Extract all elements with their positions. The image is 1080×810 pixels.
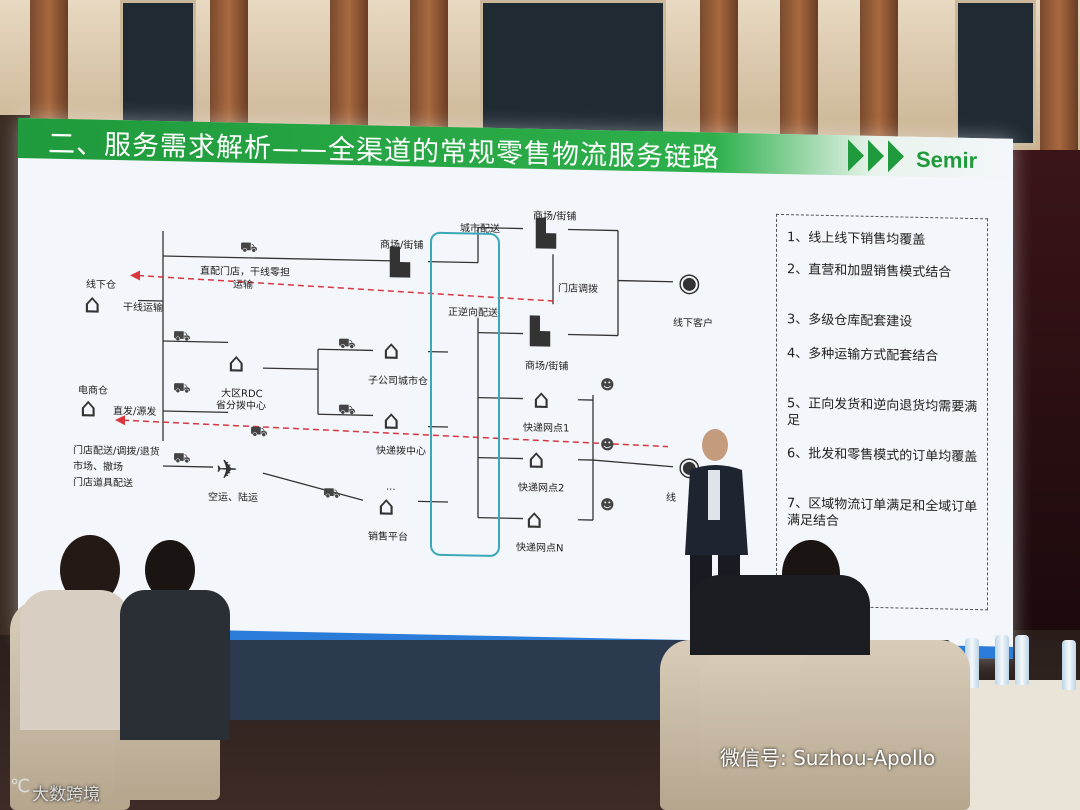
wall-pillar (1040, 0, 1078, 150)
warehouse-icon: ⌂ (80, 393, 97, 424)
water-bottle (995, 635, 1009, 685)
courier-icon: ☻ (600, 497, 615, 514)
label-express-n: 快递网点N (516, 542, 564, 555)
sales-platform-icon: ⌂ (378, 491, 395, 522)
distribution-center-icon: ⌂ (228, 348, 245, 379)
label-sales-platform: 销售平台 (368, 531, 408, 544)
summary-item: 1、线上线下销售均覆盖 (787, 230, 926, 249)
summary-item: 2、直营和加盟销售模式结合 (787, 262, 952, 281)
building-icon: ▙ (530, 316, 550, 348)
label-city-delivery: 城市配送 (460, 223, 500, 236)
label-express-1: 快递网点1 (523, 422, 570, 435)
airplane-icon: ✈ (216, 455, 238, 486)
truck-icon: ⛟ (173, 450, 191, 467)
truck-icon: ⛟ (338, 401, 356, 419)
water-bottle (1062, 640, 1076, 690)
truck-icon: ⛟ (240, 239, 258, 257)
truck-icon: ⛟ (173, 328, 191, 345)
delivery-bus-frame (430, 231, 500, 558)
right-wall (1010, 150, 1080, 630)
audience-person (20, 590, 130, 730)
wall-pillar (410, 0, 448, 150)
wall-pillar (780, 0, 818, 150)
building-icon: ▙ (536, 218, 556, 250)
window (955, 0, 1036, 146)
label-store-transfer: 门店调拨 (558, 283, 598, 296)
summary-item: 3、多级仓库配套建设 (787, 312, 913, 330)
brand-logo-icon: ℃ (10, 776, 31, 797)
audience-person (120, 590, 230, 740)
label-trunk-transport: 干线运输 (123, 302, 163, 315)
label-market: 市场、撤场 (73, 461, 123, 474)
wall-pillar (700, 0, 738, 150)
label-express-hub: 快递拨中心 (376, 445, 426, 458)
label-direct-source: 直发/源发 (113, 405, 157, 418)
courier-icon: ☻ (600, 437, 615, 454)
label-ecom-lines: 门店配送/调拨/退货 (73, 445, 160, 458)
express-point-icon: ⌂ (526, 504, 543, 535)
courier-icon: ☻ (600, 377, 615, 394)
wechat-watermark: 微信号: Suzhou-Apollo (720, 746, 936, 770)
label-air-land: 空运、陆运 (208, 491, 258, 505)
wall-pillar (860, 0, 898, 150)
flow-diagram-lines (115, 226, 674, 521)
summary-item: 4、多种运输方式配套结合 (787, 346, 939, 365)
truck-icon: ⛟ (338, 335, 356, 353)
label-store-props: 门店道具配送 (73, 477, 133, 490)
city-warehouse-icon: ⌂ (383, 335, 400, 366)
chair (800, 640, 970, 810)
warehouse-icon: ⌂ (84, 289, 101, 320)
label-mall-3: 商场/街铺 (525, 360, 569, 373)
express-point-icon: ⌂ (528, 444, 545, 476)
label-forward-reverse: 正逆向配送 (448, 307, 498, 320)
window (480, 0, 666, 146)
label-sub-city-wh: 子公司城市仓 (368, 375, 428, 388)
express-point-icon: ⌂ (533, 384, 550, 416)
label-express-2: 快递网点2 (518, 482, 565, 495)
label-direct-store-2: 运输 (233, 279, 253, 291)
label-rdc-2: 省分拨中心 (216, 400, 266, 413)
building-icon: ▙ (390, 247, 410, 279)
brand-watermark: 大数跨境 (32, 785, 100, 805)
label-offline-customer: 线下客户 (673, 317, 713, 330)
projection-screen: 二、服务需求解析——全渠道的常规零售物流服务链路 Semir (18, 118, 1013, 659)
truck-icon: ⛟ (173, 380, 191, 397)
summary-item: 5、正向发货和逆向退货均需要满足 (787, 396, 978, 429)
truck-icon: ⛟ (250, 423, 268, 441)
audience-person (690, 575, 870, 655)
customer-group-icon: ◉ (678, 267, 701, 299)
express-hub-icon: ⌂ (383, 405, 400, 436)
summary-item: 6、批发和零售模式的订单均覆盖 (787, 446, 978, 466)
water-bottle (1015, 635, 1029, 685)
summary-item: 7、区域物流订单满足和全域订单满足结合 (787, 496, 978, 530)
truck-icon: ⛟ (323, 485, 341, 502)
